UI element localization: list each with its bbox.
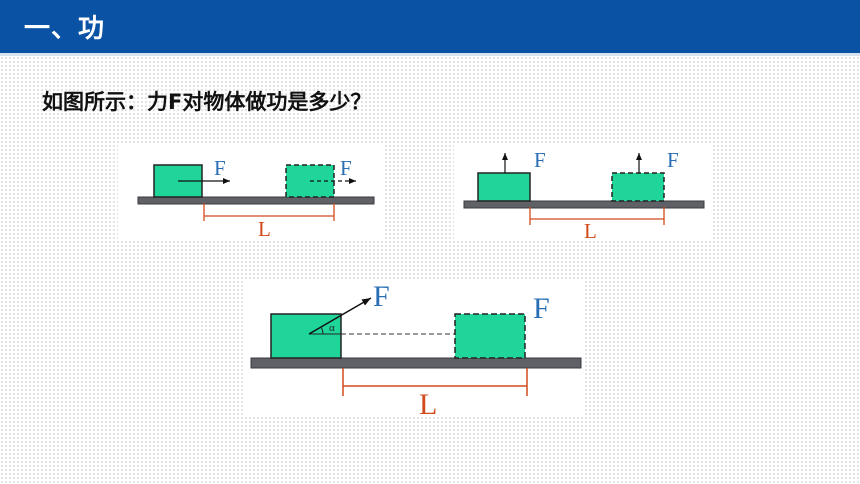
force-label-start: F (534, 148, 546, 172)
distance-label: L (584, 219, 597, 240)
slide-title: 一、功 (24, 14, 106, 44)
diagram-vertical-force: F F L (454, 143, 712, 240)
block-start (270, 313, 342, 359)
distance-label: L (258, 217, 271, 240)
ground-bar (137, 196, 375, 205)
ground-bar (463, 200, 705, 209)
block-end (611, 172, 665, 202)
distance-label: L (419, 388, 437, 417)
diagram-horizontal-force: F F L (118, 143, 384, 240)
angle-arc (320, 326, 324, 335)
block-start (477, 172, 531, 202)
force-arrow-start (308, 297, 372, 335)
force-label-end: F (340, 156, 352, 180)
diagram-angled-force: α F F L (245, 280, 585, 417)
force-label-end: F (533, 292, 550, 325)
force-label-start: F (373, 280, 390, 313)
ground-bar (250, 357, 582, 369)
block-end (454, 313, 526, 359)
force-label-end: F (667, 148, 679, 172)
question-text: 如图所示：力F对物体做功是多少？ (42, 90, 372, 114)
angle-label: α (329, 322, 335, 334)
slide-header: 一、功 (0, 0, 860, 56)
force-label-start: F (214, 156, 226, 180)
